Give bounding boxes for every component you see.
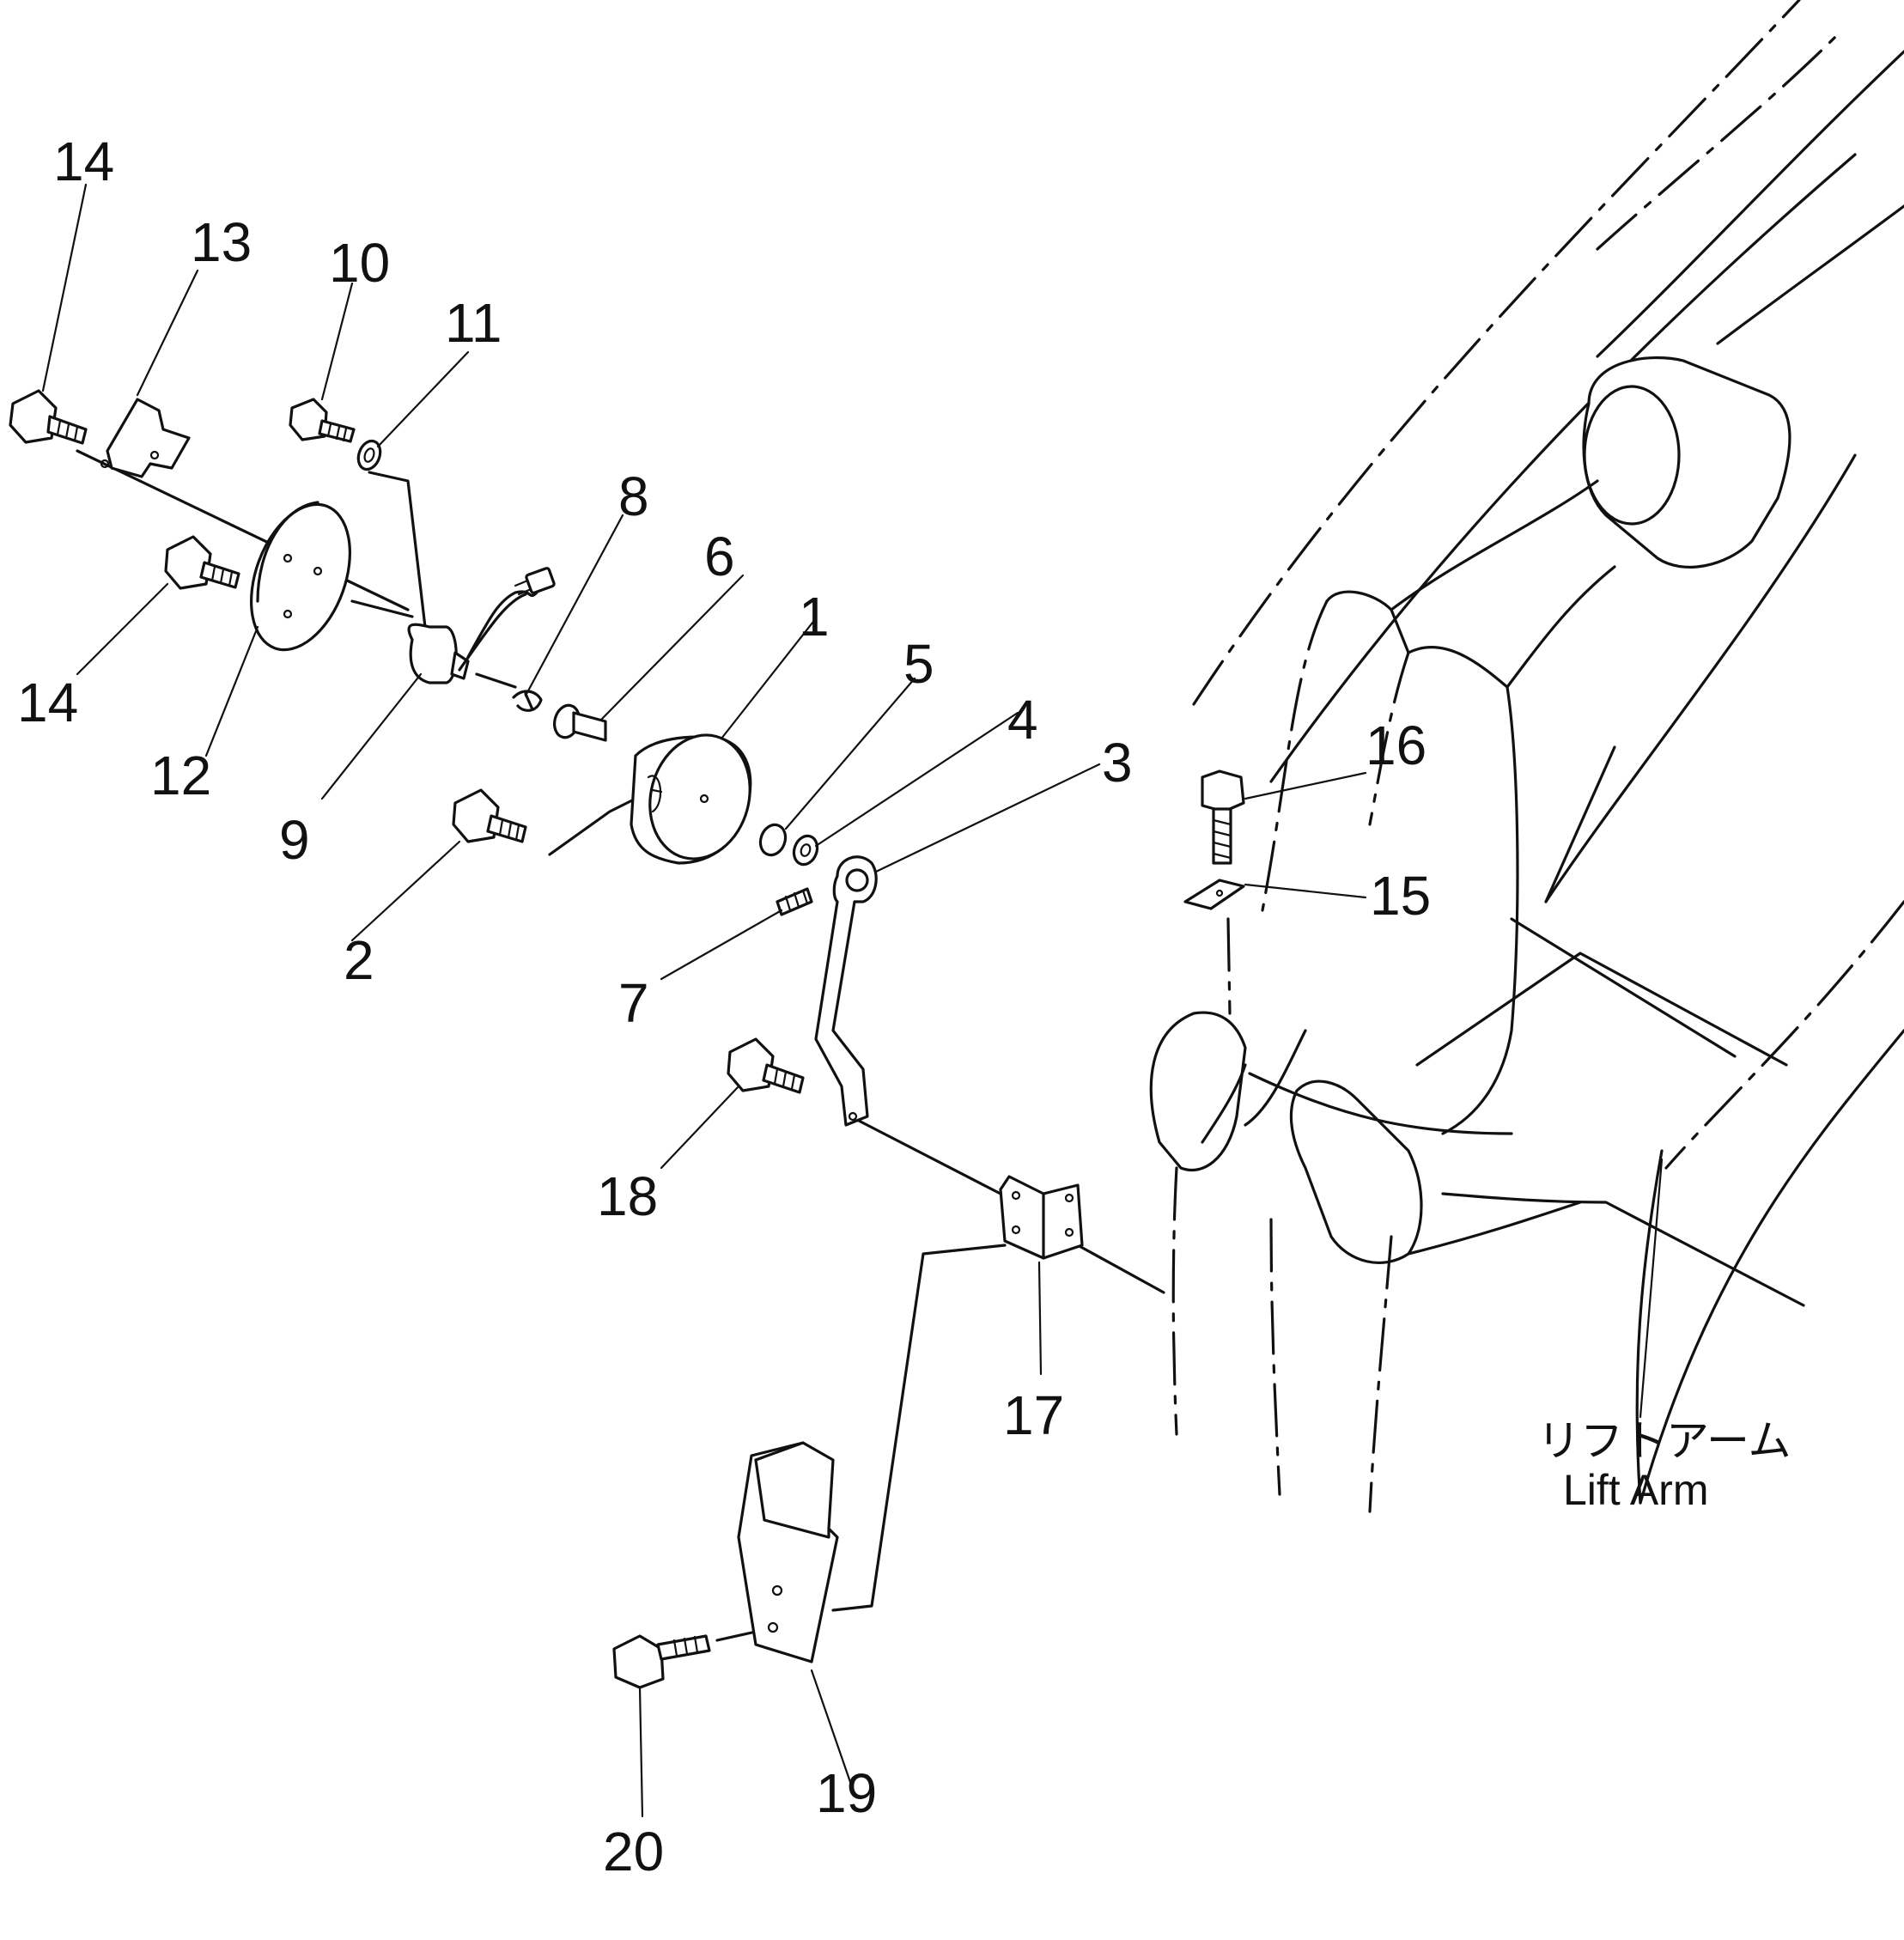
hub-1-icon — [630, 733, 752, 865]
plate-15-icon — [1183, 879, 1245, 910]
bushing-5-icon — [758, 823, 788, 857]
clip-8-icon — [512, 690, 543, 712]
bracket-17-icon — [999, 1175, 1084, 1260]
label-17: 17 — [1003, 1384, 1064, 1446]
label-12: 12 — [150, 745, 211, 806]
label-14-upper: 14 — [53, 131, 114, 192]
label-6: 6 — [704, 526, 735, 587]
bolt-16-icon — [1201, 769, 1245, 865]
label-11: 11 — [445, 292, 502, 354]
sensor-9-icon — [407, 567, 556, 684]
label-3: 3 — [1102, 732, 1133, 794]
caption-english: Lift Arm — [1563, 1466, 1708, 1514]
label-4: 4 — [1007, 689, 1038, 751]
label-10: 10 — [329, 232, 390, 294]
label-1: 1 — [799, 586, 830, 648]
label-19: 19 — [816, 1762, 877, 1824]
bolt-20-icon — [612, 1634, 711, 1689]
label-16: 16 — [1366, 715, 1426, 776]
callout-leaders — [41, 183, 1664, 1818]
washer-11-icon — [356, 439, 382, 471]
label-7: 7 — [618, 972, 649, 1034]
part-number-labels: 14 13 10 11 8 6 1 5 4 3 14 12 9 2 7 18 1… — [17, 131, 1431, 1882]
bracket-13-icon — [100, 398, 191, 478]
bracket-19-icon — [737, 1441, 839, 1663]
pin-6-icon — [553, 703, 607, 742]
label-20: 20 — [603, 1821, 664, 1882]
label-5: 5 — [903, 633, 934, 695]
label-18: 18 — [597, 1165, 658, 1227]
lift-arm-drawing — [1149, 0, 1904, 1513]
label-14-lower: 14 — [17, 672, 78, 733]
label-2: 2 — [344, 929, 374, 991]
washer-4-icon — [792, 834, 819, 867]
set-screw-7-icon — [776, 887, 813, 916]
label-8: 8 — [618, 465, 649, 527]
caption-japanese: リフトアーム — [1537, 1417, 1791, 1465]
assembly-lines — [76, 449, 1232, 1642]
bolt-14-lower-icon — [164, 535, 240, 590]
lift-arm-caption: リフトアーム Lift Arm — [1537, 1417, 1791, 1514]
arm-rod-3-icon — [814, 855, 878, 1127]
cover-plate-12-icon — [250, 501, 351, 652]
bolt-2-icon — [452, 788, 527, 843]
label-9: 9 — [279, 809, 310, 871]
label-13: 13 — [191, 211, 252, 273]
bolt-14-upper-icon — [9, 389, 88, 445]
bolt-10-icon — [289, 398, 356, 443]
label-15: 15 — [1370, 865, 1431, 927]
bolt-18-icon — [727, 1037, 805, 1094]
